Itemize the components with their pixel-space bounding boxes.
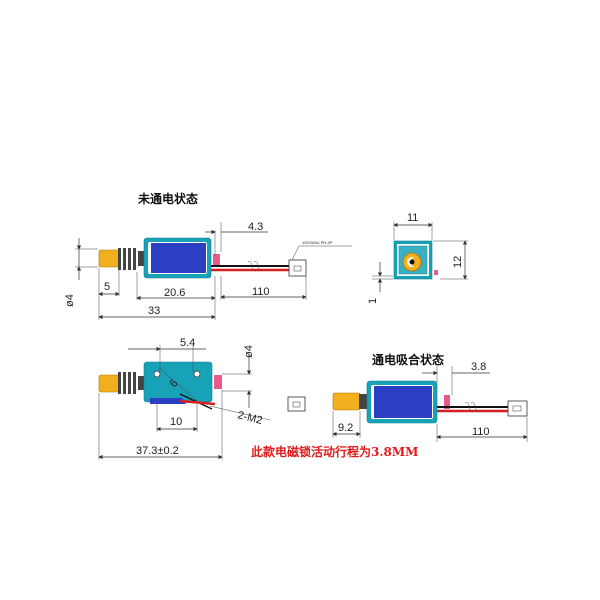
dimensions-end: 11 12 1 bbox=[367, 212, 468, 304]
dim-mid-37-3: 37.3±0.2 bbox=[136, 445, 179, 457]
solenoid-powered-view bbox=[332, 380, 528, 424]
wire-red bbox=[179, 399, 216, 406]
dim-right-110: 110 bbox=[472, 426, 490, 438]
dimensions-unpowered: ø4 4.3 5 20.6 33 110 bbox=[64, 221, 307, 320]
dim-top-4-3: 4.3 bbox=[248, 221, 263, 233]
solenoid-end-view bbox=[393, 240, 438, 280]
title-unpowered: 未通电状态 bbox=[137, 191, 198, 206]
dim-mid-m2: 2-M2 bbox=[236, 409, 263, 427]
dim-top-phi4: ø4 bbox=[64, 294, 76, 307]
dimensions-mount: 5.4 ø4 10 2-M2 37.3±0.2 bbox=[98, 337, 271, 460]
dim-mid-5-4: 5.4 bbox=[180, 337, 195, 349]
dim-right-3-8: 3.8 bbox=[471, 361, 486, 373]
plunger bbox=[98, 249, 120, 268]
connector bbox=[287, 396, 306, 412]
connector-label: 1007#26L PH-2P bbox=[302, 240, 333, 245]
dim-end-11: 11 bbox=[407, 212, 418, 224]
dim-top-20-6: 20.6 bbox=[164, 287, 185, 299]
dim-right-9-2: 9.2 bbox=[338, 422, 353, 434]
dim-mid-10: 10 bbox=[170, 416, 182, 428]
spring bbox=[118, 248, 144, 270]
spring bbox=[118, 372, 144, 394]
dimensions-powered: 3.8 9.2 110 bbox=[332, 361, 528, 442]
solenoid-unpowered-view: 1007#26L PH-2P bbox=[98, 237, 352, 279]
mount-hole bbox=[193, 370, 201, 378]
solenoid-mount-view: 6 bbox=[98, 361, 306, 412]
dim-end-12: 12 bbox=[452, 256, 464, 268]
connector bbox=[288, 259, 307, 277]
plunger bbox=[98, 374, 120, 393]
dim-mid-phi4: ø4 bbox=[243, 345, 255, 358]
dim-top-110: 110 bbox=[252, 286, 270, 298]
dim-top-5: 5 bbox=[104, 281, 110, 293]
coil bbox=[374, 386, 432, 418]
pink-cap bbox=[213, 254, 220, 266]
mount-frame bbox=[143, 361, 213, 403]
pink-cap bbox=[214, 375, 222, 389]
mount-hole bbox=[153, 370, 161, 378]
plunger bbox=[332, 392, 361, 411]
pink-cap bbox=[444, 395, 450, 409]
stroke-note: 此款电磁锁活动行程为3.8MM bbox=[251, 444, 418, 459]
dim-top-33: 33 bbox=[148, 305, 160, 317]
title-powered: 通电吸合状态 bbox=[372, 352, 444, 367]
dim-end-1: 1 bbox=[367, 298, 379, 304]
connector bbox=[507, 400, 528, 417]
coil bbox=[151, 243, 206, 273]
